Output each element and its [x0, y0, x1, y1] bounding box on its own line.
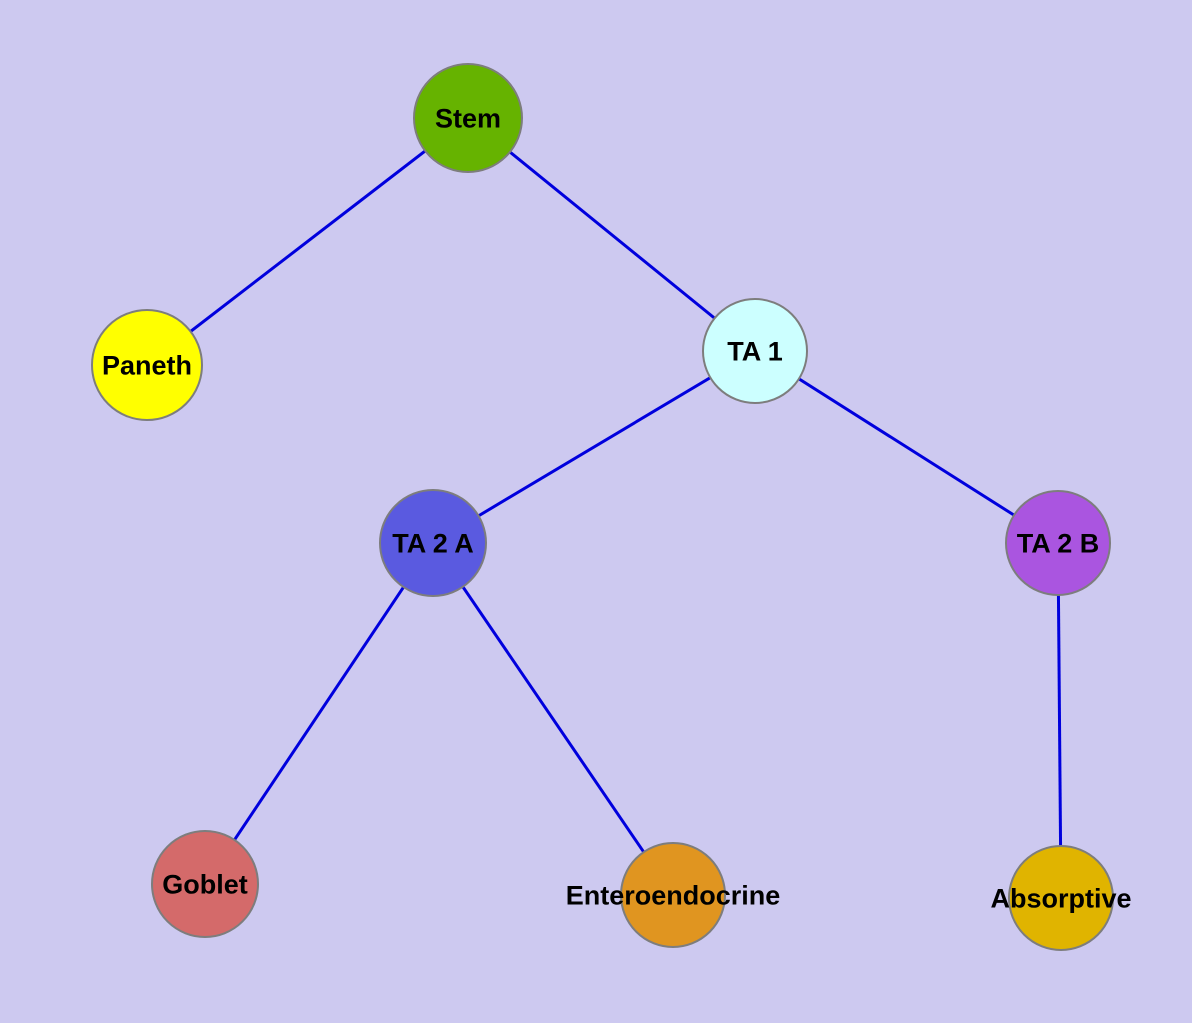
node-ta-1[interactable]: TA 1: [702, 298, 808, 404]
edge-ta-2-b-to-absorptive[interactable]: [1056, 542, 1063, 899]
edge-ta-1-to-ta-2-a[interactable]: [432, 349, 756, 545]
node-paneth[interactable]: Paneth: [91, 309, 203, 421]
ta-2-b-circle: [1005, 490, 1111, 596]
enteroendocrine-circle: [620, 842, 726, 948]
paneth-circle: [91, 309, 203, 421]
edge-stem-to-ta-1[interactable]: [467, 116, 756, 353]
node-goblet[interactable]: Goblet: [151, 830, 259, 938]
edge-ta-1-to-ta-2-b[interactable]: [754, 349, 1059, 545]
edge-ta-2-a-to-enteroendocrine[interactable]: [431, 542, 675, 896]
node-stem[interactable]: Stem: [413, 63, 523, 173]
edge-stem-to-paneth[interactable]: [146, 116, 469, 367]
node-ta-2-a[interactable]: TA 2 A: [379, 489, 487, 597]
node-ta-2-b[interactable]: TA 2 B: [1005, 490, 1111, 596]
absorptive-circle: [1008, 845, 1114, 951]
goblet-circle: [151, 830, 259, 938]
edge-ta-2-a-to-goblet[interactable]: [203, 542, 435, 885]
stem-circle: [413, 63, 523, 173]
ta-1-circle: [702, 298, 808, 404]
ta-2-a-circle: [379, 489, 487, 597]
